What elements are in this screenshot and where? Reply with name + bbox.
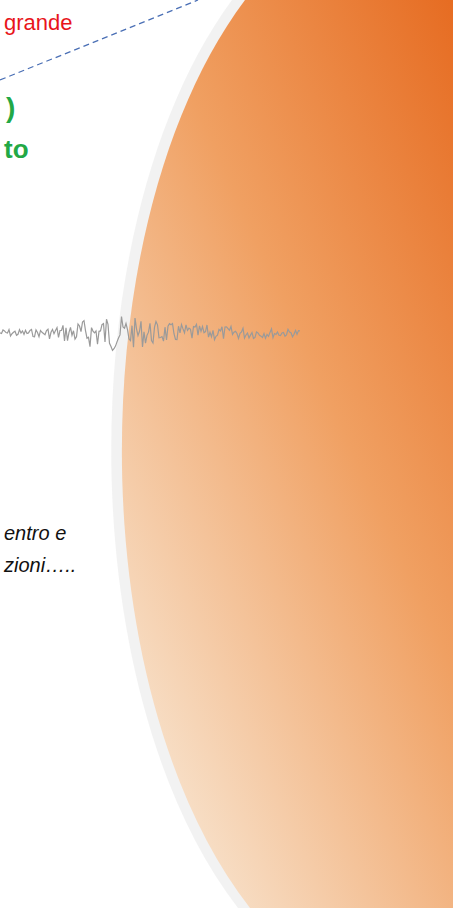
dashed-leader	[0, 0, 198, 80]
green-fragment: )	[6, 92, 15, 124]
green-fragment: to	[4, 134, 29, 165]
seismogram	[0, 317, 300, 351]
sphere-shadow	[111, 0, 453, 908]
heading-fragment: grande	[4, 10, 73, 36]
note-fragment: zioni…..	[4, 554, 76, 577]
sphere	[122, 0, 453, 908]
note-fragment: entro e	[4, 522, 66, 545]
